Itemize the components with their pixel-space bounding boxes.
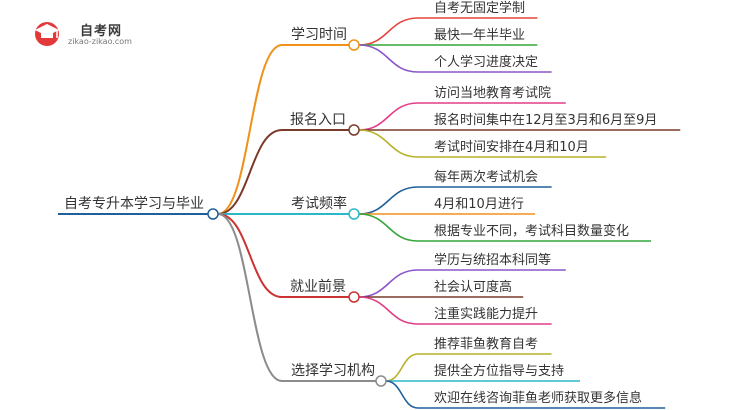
branch-label: 考试频率 (291, 195, 347, 212)
leaf-label: 报名时间集中在12月至3月和6月至9月 (434, 112, 657, 128)
mindmap-edges (58, 17, 681, 409)
logo: 自考网 zikao-zikao.com (30, 18, 140, 50)
leaf-label: 考试时间安排在4月和10月 (434, 140, 589, 155)
branch-connector (217, 44, 283, 215)
leaf-connector (358, 296, 419, 325)
mindmap-nodes: 自考专升本学习与毕业 学习时间 自考无固定学制最快一年半毕业个人学习进度决定报名入口… (64, 0, 657, 406)
leaf-label: 自考无固定学制 (434, 0, 525, 16)
leaf-label: 推荐菲鱼教育自考 (434, 336, 538, 352)
leaf-connector (385, 380, 419, 409)
leaf-connector (358, 186, 419, 215)
branch-node-dot (348, 39, 360, 51)
logo-title: 自考网 (80, 24, 123, 39)
leaf-connector (358, 17, 419, 46)
leaf-label: 学历与统招本科同等 (434, 252, 551, 268)
leaf-connector (358, 269, 419, 298)
branch-connector (217, 213, 283, 298)
leaf-connector (358, 213, 419, 242)
leaf-label: 最快一年半毕业 (434, 28, 525, 43)
branch-connector (217, 129, 283, 215)
leaf-connector (358, 129, 419, 158)
leaf-label: 提供全方位指导与支持 (434, 363, 564, 379)
leaf-label: 注重实践能力提升 (434, 306, 538, 322)
branch-node-dot (375, 375, 387, 387)
leaf-connector (358, 102, 419, 131)
leaf-label: 社会认可度高 (434, 279, 512, 295)
root-label: 自考专升本学习与毕业 (64, 196, 204, 212)
branch-label: 报名入口 (290, 112, 346, 128)
root-node-dot (207, 208, 219, 220)
branch-node-dot (348, 291, 360, 303)
leaf-connector (385, 353, 419, 382)
branch-label: 学习时间 (291, 27, 347, 43)
branch-node-dot (348, 124, 360, 136)
graduation-cap-icon (35, 22, 59, 46)
leaf-connector (358, 44, 419, 73)
leaf-label: 欢迎在线咨询菲鱼老师获取更多信息 (434, 390, 642, 406)
leaf-label: 根据专业不同，考试科目数量变化 (434, 223, 629, 239)
leaf-label: 4月和10月进行 (434, 197, 524, 212)
branch-node-dot (348, 208, 360, 220)
branch-label: 选择学习机构 (291, 363, 375, 379)
branch-connector (217, 213, 283, 382)
leaf-label: 个人学习进度决定 (434, 54, 538, 70)
branch-label: 就业前景 (290, 278, 346, 295)
logo-url: zikao-zikao.com (68, 37, 132, 46)
leaf-label: 访问当地教育考试院 (434, 85, 551, 101)
leaf-label: 每年两次考试机会 (434, 169, 538, 185)
